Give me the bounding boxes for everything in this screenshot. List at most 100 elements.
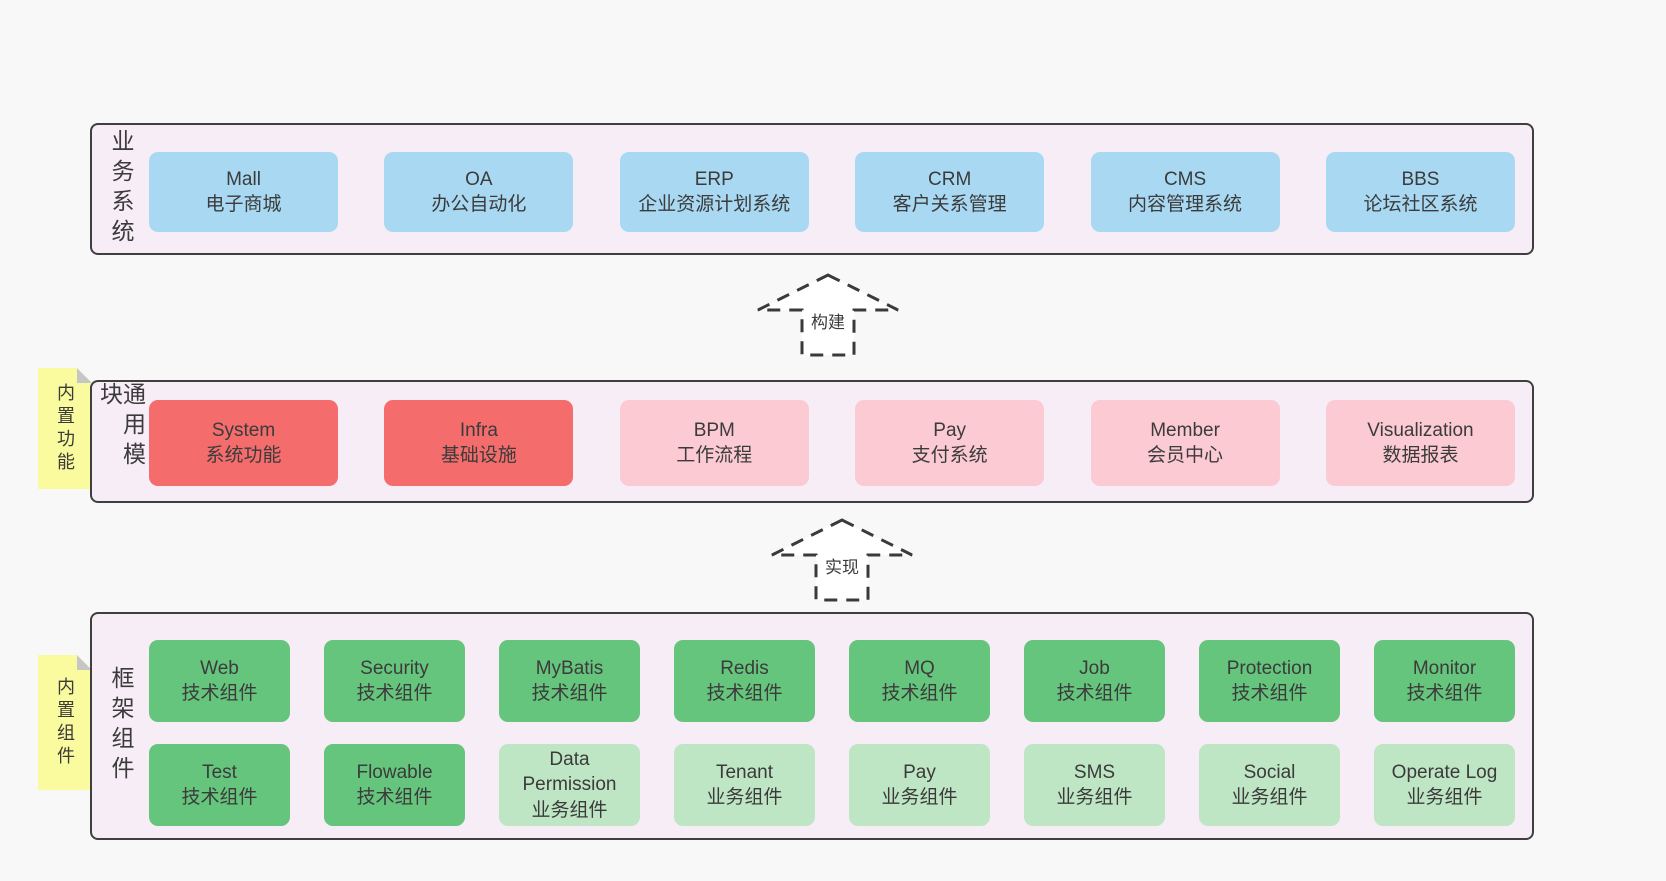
- box-name: Visualization: [1367, 419, 1474, 441]
- box-name: SMS: [1073, 761, 1116, 783]
- box-name: Job: [1079, 657, 1110, 679]
- box-name: Pay: [933, 419, 967, 441]
- box-name: Web: [200, 657, 239, 679]
- box-erp: ERP 企业资源计划系统: [619, 152, 809, 232]
- box-name: Monitor: [1412, 657, 1477, 679]
- box-desc: 电子商城: [205, 194, 282, 215]
- box-desc: 技术组件: [356, 787, 433, 808]
- box-desc: 企业资源计划系统: [638, 194, 791, 215]
- box-pay-module: Pay 支付系统: [855, 400, 1045, 486]
- box-desc: 业务组件: [881, 787, 958, 808]
- box-name: Protection: [1226, 657, 1313, 679]
- implement-arrow: 实现: [762, 517, 922, 603]
- tag-text: 内置组件: [55, 676, 75, 769]
- box-desc: 技术组件: [706, 683, 783, 704]
- box-bbs: BBS 论坛社区系统: [1325, 152, 1515, 232]
- box-mybatis: MyBatis 技术组件: [499, 640, 640, 722]
- box-operate-log: Operate Log 业务组件: [1374, 744, 1515, 826]
- common-modules-row: System 系统功能 Infra 基础设施 BPM 工作流程 Pay 支付系统…: [149, 400, 1515, 486]
- box-name: CMS: [1163, 168, 1207, 190]
- box-desc: 业务组件: [531, 799, 608, 821]
- box-oa: OA 办公自动化: [384, 152, 574, 232]
- framework-components-panel: 框架组件 Web 技术组件 Security 技术组件 MyBatis 技术组件…: [90, 612, 1534, 840]
- box-bpm: BPM 工作流程: [619, 400, 809, 486]
- business-systems-panel-label: 业务系统: [92, 125, 149, 253]
- box-desc: 会员中心: [1147, 445, 1224, 466]
- box-monitor: Monitor 技术组件: [1374, 640, 1515, 722]
- box-protection: Protection 技术组件: [1199, 640, 1340, 722]
- box-name: Member: [1150, 419, 1220, 441]
- tag-text: 内置功能: [55, 382, 75, 475]
- box-name: BPM: [693, 419, 735, 441]
- box-crm: CRM 客户关系管理: [855, 152, 1045, 232]
- framework-components-rows: Web 技术组件 Security 技术组件 MyBatis 技术组件 Redi…: [149, 640, 1515, 826]
- box-visualization: Visualization 数据报表: [1325, 400, 1515, 486]
- business-systems-row: Mall 电子商城 OA 办公自动化 ERP 企业资源计划系统 CRM 客户关系…: [149, 152, 1515, 232]
- framework-components-panel-label: 框架组件: [92, 614, 149, 838]
- panel-label-text: 框架组件: [108, 666, 134, 786]
- framework-components-row-2: Test 技术组件 Flowable 技术组件 Data Permission …: [149, 744, 1515, 826]
- box-name: Flowable: [356, 761, 433, 783]
- panel-label-text: 通用模块: [96, 382, 146, 472]
- box-desc: 技术组件: [531, 683, 608, 704]
- built-in-functions-tag: 内置功能: [38, 368, 92, 489]
- box-name: BBS: [1401, 168, 1440, 190]
- box-desc: 论坛社区系统: [1363, 194, 1478, 215]
- panel-label-text: 业务系统: [108, 129, 134, 249]
- box-name: MyBatis: [535, 657, 604, 679]
- box-name: Social: [1243, 761, 1296, 783]
- box-desc: 基础设施: [440, 445, 517, 466]
- box-desc: 业务组件: [1231, 787, 1308, 808]
- box-data-permission: Data Permission 业务组件: [499, 744, 640, 826]
- box-desc: 技术组件: [1231, 683, 1308, 704]
- box-pay-component: Pay 业务组件: [849, 744, 990, 826]
- box-desc: 业务组件: [706, 787, 783, 808]
- framework-components-row-1: Web 技术组件 Security 技术组件 MyBatis 技术组件 Redi…: [149, 640, 1515, 722]
- folded-corner-icon: [77, 368, 92, 383]
- box-test: Test 技术组件: [149, 744, 290, 826]
- box-desc: 内容管理系统: [1128, 194, 1243, 215]
- box-name: Infra: [459, 419, 498, 441]
- box-infra: Infra 基础设施: [384, 400, 574, 486]
- box-name: Tenant: [715, 761, 774, 783]
- box-desc: 办公自动化: [431, 194, 527, 215]
- box-desc: 业务组件: [1056, 787, 1133, 808]
- box-desc: 系统功能: [205, 445, 282, 466]
- box-web: Web 技术组件: [149, 640, 290, 722]
- box-flowable: Flowable 技术组件: [324, 744, 465, 826]
- box-name: MQ: [904, 657, 935, 679]
- box-member: Member 会员中心: [1090, 400, 1280, 486]
- box-desc: 技术组件: [1406, 683, 1483, 704]
- box-mall: Mall 电子商城: [149, 152, 338, 232]
- box-desc: 工作流程: [676, 445, 753, 466]
- box-job: Job 技术组件: [1024, 640, 1165, 722]
- box-sms: SMS 业务组件: [1024, 744, 1165, 826]
- implement-arrow-label: 实现: [822, 553, 862, 578]
- common-modules-panel-label: 通用模块: [92, 382, 149, 501]
- box-name: System: [211, 419, 276, 441]
- box-desc: 数据报表: [1382, 445, 1459, 466]
- common-modules-panel: 通用模块 System 系统功能 Infra 基础设施 BPM 工作流程 Pay…: [90, 380, 1534, 503]
- box-name: Mall: [226, 168, 261, 190]
- box-desc: 技术组件: [356, 683, 433, 704]
- box-name: Operate Log: [1391, 761, 1498, 783]
- box-redis: Redis 技术组件: [674, 640, 815, 722]
- box-name: Redis: [720, 657, 769, 679]
- box-mq: MQ 技术组件: [849, 640, 990, 722]
- box-name: Pay: [903, 761, 936, 783]
- box-desc: 技术组件: [181, 787, 258, 808]
- box-name: Test: [202, 761, 237, 783]
- box-name: CRM: [928, 168, 972, 190]
- box-cms: CMS 内容管理系统: [1090, 152, 1280, 232]
- build-arrow-label: 构建: [808, 308, 848, 333]
- box-desc: 支付系统: [911, 445, 988, 466]
- box-desc: 技术组件: [181, 683, 258, 704]
- box-tenant: Tenant 业务组件: [674, 744, 815, 826]
- box-desc: 业务组件: [1406, 787, 1483, 808]
- box-desc: 技术组件: [1056, 683, 1133, 704]
- box-system: System 系统功能: [149, 400, 338, 486]
- box-name: Security: [360, 657, 429, 679]
- built-in-components-tag: 内置组件: [38, 655, 92, 790]
- box-desc: 技术组件: [881, 683, 958, 704]
- box-desc: 客户关系管理: [892, 194, 1007, 215]
